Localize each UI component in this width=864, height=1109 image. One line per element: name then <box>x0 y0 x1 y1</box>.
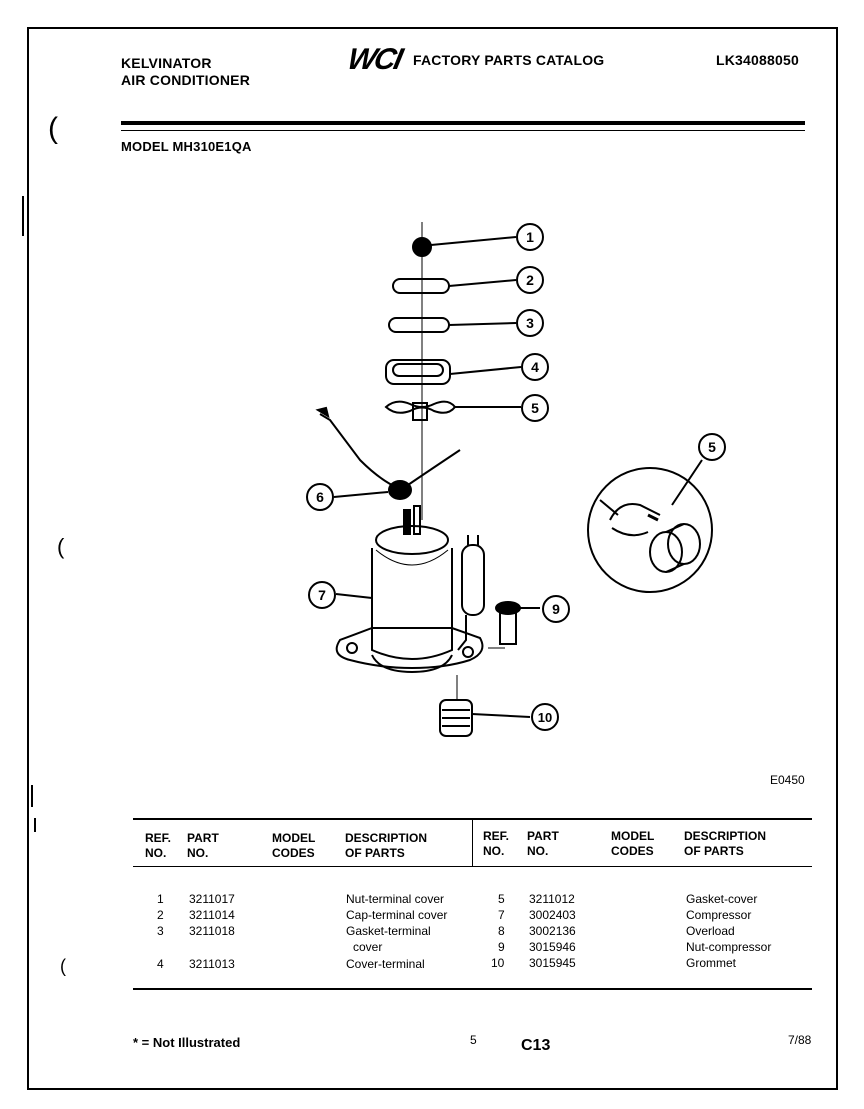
callout-label: 10 <box>538 710 552 725</box>
table-column-divider <box>472 820 473 866</box>
part-no: 3015946 <box>529 940 576 954</box>
ref-no: 7 <box>498 908 505 922</box>
grommet-part <box>439 675 531 737</box>
exploded-parts-diagram: 1 2 3 4 5 5 6 7 9 10 <box>306 222 726 737</box>
nut-terminal-cover-part <box>412 236 517 257</box>
brand-name: KELVINATOR <box>121 55 212 71</box>
scan-mark: ( <box>48 112 58 145</box>
ref-no: 4 <box>157 957 164 971</box>
catalog-title: FACTORY PARTS CATALOG <box>413 52 605 68</box>
cover-terminal-part <box>385 359 522 385</box>
overload-part <box>315 406 461 500</box>
diagram-code: E0450 <box>770 773 805 787</box>
model-number: MODEL MH310E1QA <box>121 139 252 154</box>
ref-no: 5 <box>498 892 505 906</box>
gasket-cover-part <box>384 400 521 421</box>
part-no: 3002403 <box>529 908 576 922</box>
part-description: Gasket-terminal <box>346 924 431 938</box>
catalog-number: LK34088050 <box>716 52 799 68</box>
part-no: 3211018 <box>189 924 235 938</box>
header-ref: REF.NO. <box>145 831 172 860</box>
part-description: Compressor <box>686 908 752 922</box>
cap-terminal-cover-part <box>392 278 517 294</box>
part-description: Cover-terminal <box>346 957 425 971</box>
header-rule <box>121 121 805 125</box>
ref-no: 3 <box>157 924 164 938</box>
page-frame <box>27 27 838 1090</box>
scan-mark: ( <box>60 956 66 976</box>
nut-compressor-part <box>495 601 540 645</box>
part-description-continued: cover <box>353 940 383 954</box>
scan-mark: ( <box>57 534 65 559</box>
scan-mark <box>22 196 24 236</box>
callout-label: 3 <box>526 315 534 331</box>
callout-label: 5 <box>708 439 716 455</box>
part-description: Nut-compressor <box>686 940 772 954</box>
ref-no: 8 <box>498 924 505 938</box>
section-code: C13 <box>521 1037 551 1054</box>
part-description: Grommet <box>686 956 737 970</box>
part-no: 3211014 <box>189 908 235 922</box>
part-no: 3211012 <box>529 892 575 906</box>
part-description: Nut-terminal cover <box>346 892 445 906</box>
callout-label: 2 <box>526 272 534 288</box>
callout-label: 5 <box>531 400 539 416</box>
table-rule-bottom <box>133 988 812 990</box>
part-description: Cap-terminal cover <box>346 908 448 922</box>
table-header-rule <box>133 866 812 867</box>
part-description: Overload <box>686 924 735 938</box>
table-rule-top <box>133 818 812 820</box>
part-no: 3211013 <box>189 957 235 971</box>
callout-label: 6 <box>316 489 324 505</box>
page-number: 5 <box>470 1033 477 1047</box>
part-no: 3015945 <box>529 956 576 970</box>
callout-label: 4 <box>531 359 539 375</box>
ref-no: 10 <box>491 956 505 970</box>
callout-label: 7 <box>318 587 326 603</box>
header-rule-thin <box>121 130 805 131</box>
revision-date: 7/88 <box>788 1033 812 1047</box>
callout-label: 1 <box>526 229 534 245</box>
ref-no: 1 <box>157 892 164 906</box>
gasket-terminal-cover-part <box>388 317 517 333</box>
callout-label: 9 <box>552 601 560 617</box>
compressor-part <box>335 505 505 674</box>
ref-no: 9 <box>498 940 505 954</box>
part-no: 3211017 <box>189 892 235 906</box>
gasket-cover-detail-view <box>587 459 713 593</box>
header-ref: REF.NO. <box>483 829 510 858</box>
scan-mark <box>31 785 33 807</box>
part-description: Gasket-cover <box>686 892 758 906</box>
scan-mark <box>34 818 36 832</box>
product-line: AIR CONDITIONER <box>121 72 250 88</box>
part-no: 3002136 <box>529 924 576 938</box>
ref-no: 2 <box>157 908 164 922</box>
not-illustrated-note: * = Not Illustrated <box>133 1035 241 1050</box>
